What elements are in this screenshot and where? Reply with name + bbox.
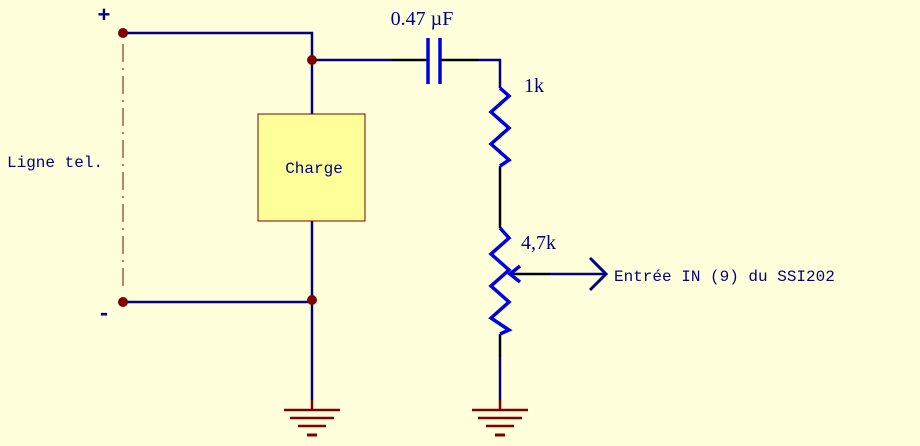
load-label: Charge — [285, 160, 343, 178]
potentiometer-icon — [488, 226, 522, 336]
node-minus — [118, 297, 128, 307]
node-junction-top — [307, 55, 317, 65]
wires — [123, 31, 604, 400]
line-label: Ligne tel. — [7, 154, 103, 172]
arrow-icon — [588, 256, 609, 292]
nodes — [118, 28, 317, 307]
resistor-value: 1k — [524, 75, 544, 97]
wire-cap-to-resistor — [478, 58, 502, 88]
ground-icon — [284, 400, 340, 437]
minus-label: - — [97, 302, 110, 327]
output-label: Entrée IN (9) du SSI202 — [614, 268, 835, 286]
load-box — [257, 113, 366, 222]
node-plus — [118, 28, 128, 38]
plus-label: + — [97, 4, 110, 29]
capacitor-icon — [426, 38, 442, 84]
ground-icon — [472, 400, 528, 437]
wire-top — [123, 31, 314, 114]
potentiometer-value: 4,7k — [521, 232, 556, 254]
node-junction-bottom — [307, 295, 317, 305]
resistor-icon — [488, 86, 512, 168]
capacitor-value: 0.47 µF — [391, 8, 454, 30]
